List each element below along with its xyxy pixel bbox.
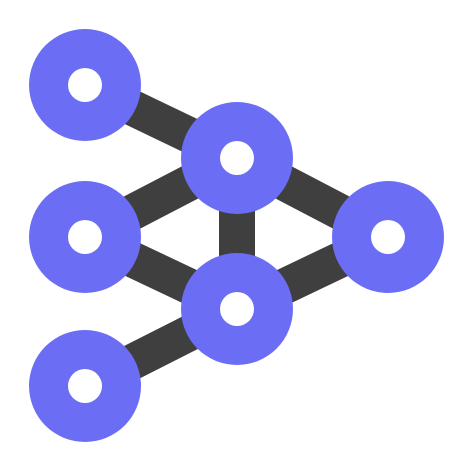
node-center-top	[181, 102, 293, 214]
node-hole	[68, 220, 102, 254]
node-hole	[68, 68, 102, 102]
node-top-left	[29, 29, 141, 141]
node-hole	[371, 220, 405, 254]
nodes-layer	[29, 29, 444, 442]
node-hole	[220, 141, 254, 175]
node-hole	[68, 369, 102, 403]
node-bottom-left	[29, 330, 141, 442]
node-hole	[220, 292, 254, 326]
node-middle-left	[29, 181, 141, 293]
node-center-bottom	[181, 253, 293, 365]
node-right	[332, 181, 444, 293]
